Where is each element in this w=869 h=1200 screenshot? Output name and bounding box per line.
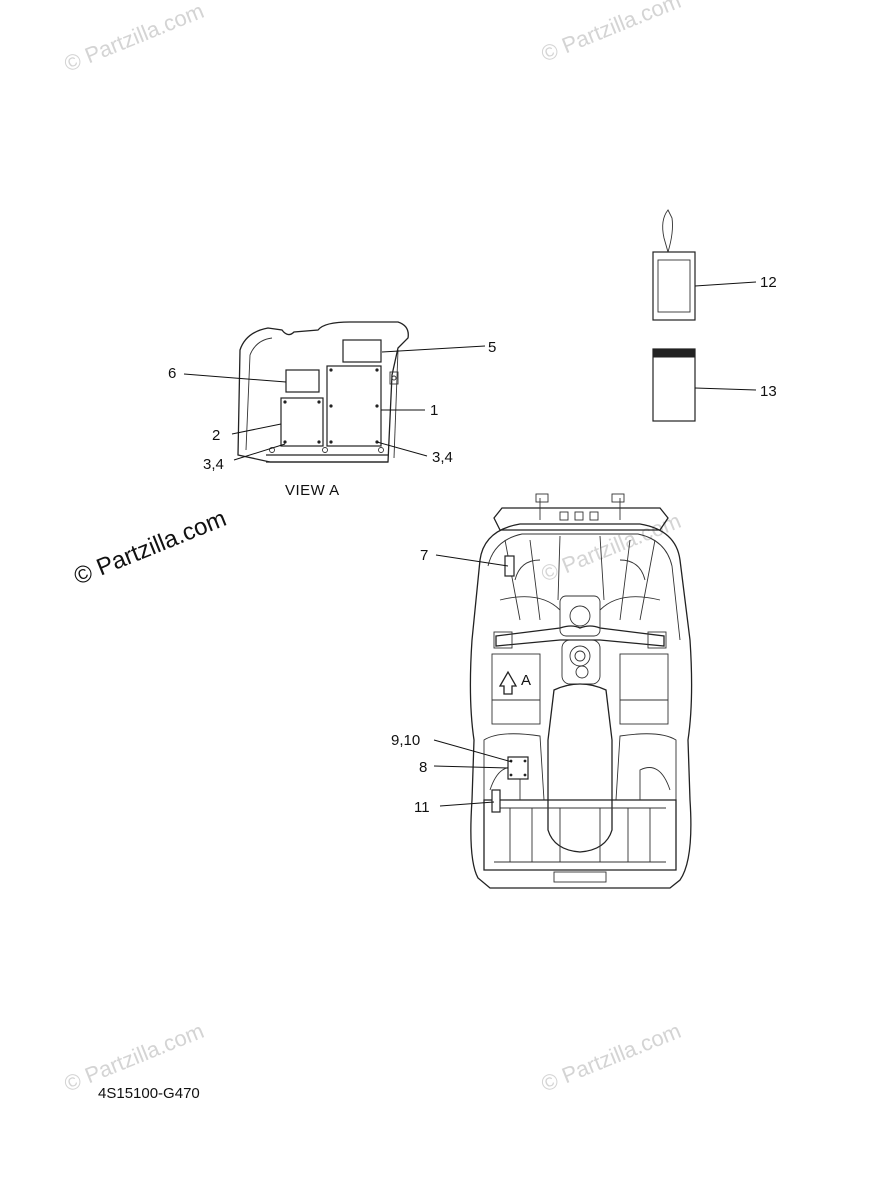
callout-12: 12	[760, 274, 777, 291]
watermark-main: © Partzilla.com	[70, 505, 230, 591]
view-a-fender	[183, 321, 486, 463]
watermark-top-right: © Partzilla.com	[538, 0, 685, 67]
hang-tag	[652, 209, 757, 321]
callout-6: 6	[168, 365, 176, 382]
label-6-decal	[285, 369, 320, 393]
label-11-decal	[491, 789, 501, 813]
callout-3-4-right: 3,4	[432, 449, 453, 466]
watermark-top-left: © Partzilla.com	[61, 0, 208, 77]
part-code: 4S15100-G470	[98, 1085, 200, 1102]
label-1-decal	[326, 365, 382, 447]
view-a-caption: VIEW A	[285, 482, 340, 499]
callout-3-4-left: 3,4	[203, 456, 224, 473]
atv-top-view	[433, 493, 693, 889]
callout-2: 2	[212, 427, 220, 444]
callout-7: 7	[420, 547, 428, 564]
label-5-decal	[342, 339, 382, 363]
callout-9-10: 9,10	[391, 732, 420, 749]
arrow-a-label: A	[521, 672, 531, 689]
label-2-decal	[280, 397, 324, 447]
callout-11: 11	[414, 799, 430, 816]
watermark-bottom-right: © Partzilla.com	[538, 1018, 685, 1097]
callout-1: 1	[430, 402, 438, 419]
callout-8: 8	[419, 759, 427, 776]
owners-manual	[652, 348, 757, 422]
callout-5: 5	[488, 339, 496, 356]
callout-13: 13	[760, 383, 777, 400]
